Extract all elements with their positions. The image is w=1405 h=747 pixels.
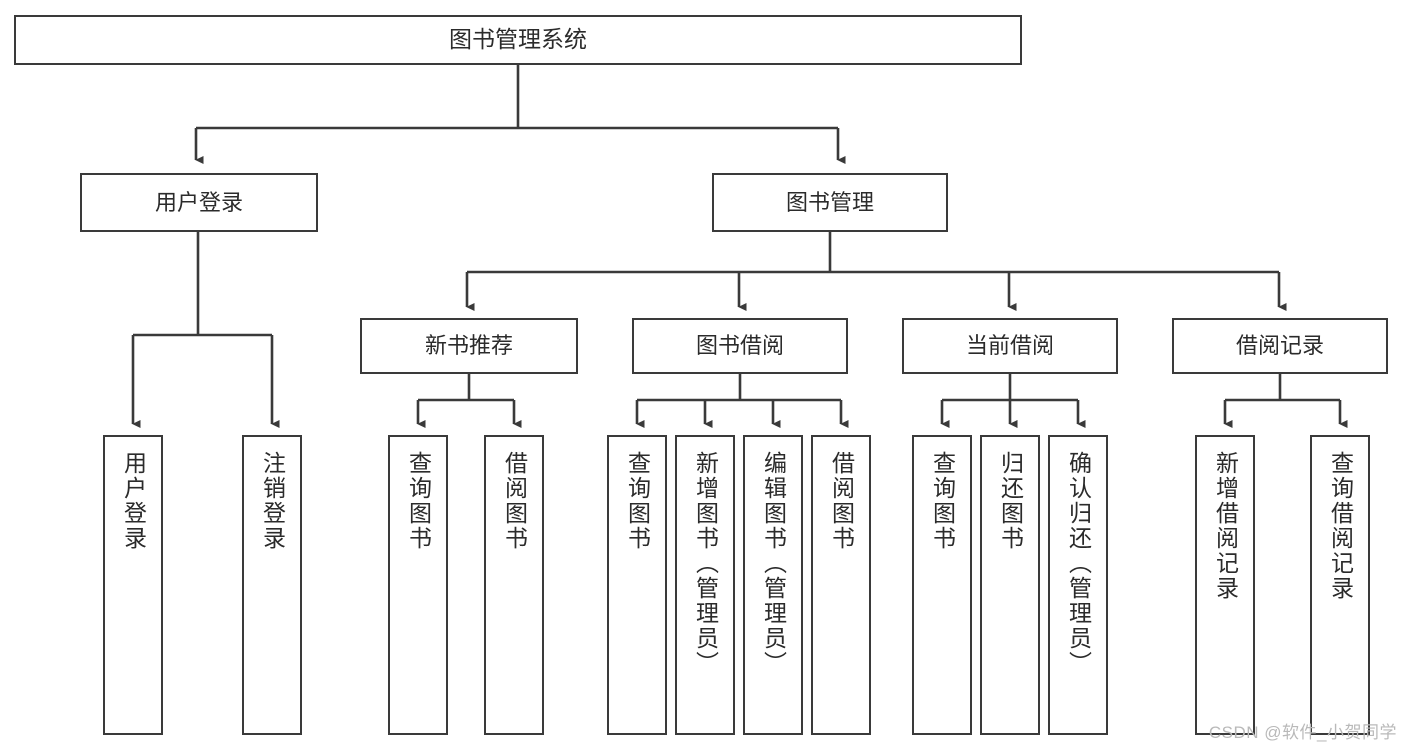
node-leaf-add-book-label: 新增图书（管理员） (692, 451, 719, 676)
node-leaf-edit-book-label: 编辑图书（管理员） (760, 451, 787, 676)
node-leaf-logout[interactable]: 注销登录 (242, 435, 302, 735)
node-leaf-user-login-label: 用户登录 (120, 451, 147, 551)
node-book-management-label: 图书管理 (785, 189, 874, 215)
node-leaf-query-book-1-label: 查询图书 (405, 451, 432, 551)
node-leaf-query-book-1[interactable]: 查询图书 (388, 435, 448, 735)
node-leaf-confirm-return-label: 确认归还（管理员） (1065, 451, 1092, 676)
node-leaf-borrow-book-1[interactable]: 借阅图书 (484, 435, 544, 735)
node-current-borrow[interactable]: 当前借阅 (902, 318, 1118, 374)
watermark: CSDN @软件_小贺同学 (1208, 723, 1397, 742)
node-current-borrow-label: 当前借阅 (965, 333, 1054, 359)
node-book-borrow-label: 图书借阅 (695, 333, 784, 359)
node-new-book-recommend[interactable]: 新书推荐 (360, 318, 578, 374)
node-book-management[interactable]: 图书管理 (712, 173, 948, 232)
node-borrow-record[interactable]: 借阅记录 (1172, 318, 1388, 374)
node-leaf-query-book-3-label: 查询图书 (929, 451, 956, 551)
node-leaf-return-book-label: 归还图书 (997, 451, 1024, 551)
node-leaf-add-book[interactable]: 新增图书（管理员） (675, 435, 735, 735)
node-leaf-edit-book[interactable]: 编辑图书（管理员） (743, 435, 803, 735)
node-leaf-query-book-2[interactable]: 查询图书 (607, 435, 667, 735)
node-leaf-add-record[interactable]: 新增借阅记录 (1195, 435, 1255, 735)
node-leaf-logout-label: 注销登录 (259, 451, 286, 551)
node-leaf-confirm-return[interactable]: 确认归还（管理员） (1048, 435, 1108, 735)
node-user-login[interactable]: 用户登录 (80, 173, 318, 232)
node-leaf-return-book[interactable]: 归还图书 (980, 435, 1040, 735)
node-root[interactable]: 图书管理系统 (14, 15, 1022, 65)
node-user-login-label: 用户登录 (154, 189, 243, 215)
node-leaf-query-record-label: 查询借阅记录 (1327, 451, 1354, 601)
node-book-borrow[interactable]: 图书借阅 (632, 318, 848, 374)
node-leaf-query-book-2-label: 查询图书 (624, 451, 651, 551)
node-leaf-borrow-book-1-label: 借阅图书 (501, 451, 528, 551)
node-leaf-add-record-label: 新增借阅记录 (1212, 451, 1239, 601)
node-leaf-query-record[interactable]: 查询借阅记录 (1310, 435, 1370, 735)
node-leaf-query-book-3[interactable]: 查询图书 (912, 435, 972, 735)
node-leaf-user-login[interactable]: 用户登录 (103, 435, 163, 735)
node-root-label: 图书管理系统 (449, 26, 587, 53)
node-borrow-record-label: 借阅记录 (1235, 333, 1324, 359)
node-new-book-recommend-label: 新书推荐 (424, 333, 513, 359)
node-leaf-borrow-book-2-label: 借阅图书 (828, 451, 855, 551)
node-leaf-borrow-book-2[interactable]: 借阅图书 (811, 435, 871, 735)
